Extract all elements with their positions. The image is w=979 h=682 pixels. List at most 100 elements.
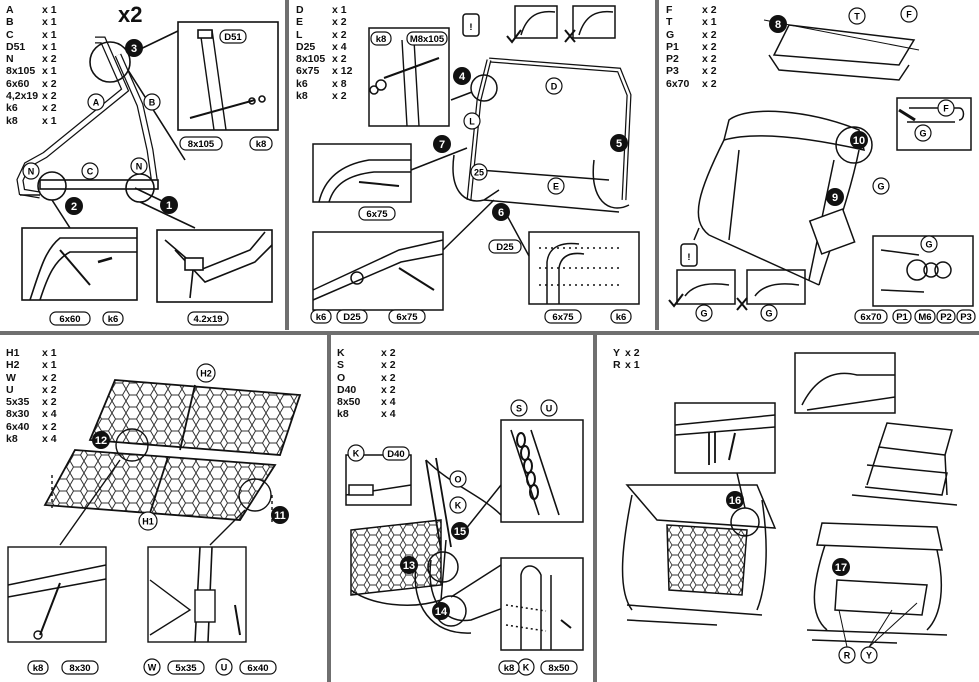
part-qty: x 1: [332, 4, 347, 16]
part-code: R: [613, 359, 621, 372]
label-M6: M6: [918, 312, 931, 323]
label-k6: k6: [316, 312, 327, 323]
step-number-4: 4: [459, 71, 466, 83]
part-qty: x 2: [702, 4, 717, 16]
panel-1-drawing: A B C N N D51 8x105 k8 6x60 k6 4.2x19 1 …: [16, 21, 279, 326]
part-code: 8x105: [296, 53, 326, 66]
divider-v4: [593, 335, 597, 682]
part-code: H2: [6, 359, 20, 372]
label-K: K: [523, 663, 530, 673]
label-Y: Y: [866, 651, 872, 661]
step-number-2: 2: [71, 201, 77, 213]
panel-6-drawing: R Y 16 17: [621, 352, 958, 664]
part-code: F: [666, 4, 673, 16]
parts-row: k6 x 8: [296, 78, 352, 90]
part-code: P3: [666, 65, 679, 78]
part-qty: x 2: [332, 28, 347, 41]
part-qty: x 2: [332, 53, 347, 66]
label-6x40: 6x40: [247, 663, 268, 674]
part-qty: x 4: [381, 408, 396, 421]
label-6x60: 6x60: [59, 314, 80, 325]
part-code: 6x75: [296, 65, 320, 78]
part-qty: x 1: [42, 4, 57, 16]
part-qty: x 2: [42, 77, 57, 90]
step-number-15: 15: [454, 526, 466, 538]
label-D40: D40: [387, 449, 404, 460]
step-number-9: 9: [832, 192, 838, 204]
divider-v2: [655, 0, 659, 330]
step-number-17: 17: [835, 562, 847, 574]
label-D51: D51: [224, 32, 242, 43]
label-G: G: [700, 309, 707, 319]
panel-3-drawing: T F F G G G G G ! 6x70 P1 M6 P2 P3 8 9 1…: [668, 5, 976, 324]
part-qty: x 2: [332, 90, 347, 103]
label-bolt-M8x105: M8x105: [410, 34, 445, 45]
label-H1: H1: [142, 517, 154, 527]
step-number-16: 16: [729, 495, 741, 507]
part-qty: x 1: [42, 359, 57, 372]
label-S: S: [516, 404, 522, 414]
part-qty: x 1: [625, 359, 640, 372]
step-number-8: 8: [775, 19, 781, 31]
part-code: L: [296, 28, 303, 41]
label-6x75: 6x75: [366, 209, 388, 220]
part-code: k8: [337, 408, 349, 421]
label-H2: H2: [200, 369, 212, 379]
label-N: N: [28, 167, 35, 177]
part-code: W: [6, 371, 16, 384]
label-k6: k6: [108, 314, 119, 325]
part-qty: x 2: [381, 383, 396, 396]
parts-row: k8 x 4: [337, 408, 396, 420]
part-qty: x 2: [702, 65, 717, 78]
part-qty: x 2: [625, 347, 640, 359]
part-code: B: [6, 16, 14, 29]
part-qty: x 8: [332, 77, 347, 90]
label-G: G: [919, 129, 926, 139]
part-qty: x 2: [42, 102, 57, 115]
part-code: 4,2x19: [6, 90, 39, 103]
label-L: L: [469, 117, 475, 127]
part-qty: x 4: [42, 433, 57, 446]
divider-v1: [285, 0, 289, 330]
multiplier-label: x2: [118, 2, 143, 27]
label-k8: k8: [504, 663, 515, 674]
part-code: A: [6, 4, 14, 16]
part-qty: x 4: [332, 40, 347, 53]
warning-icon: !: [687, 252, 690, 263]
part-qty: x 1: [702, 16, 717, 29]
part-qty: x 2: [702, 28, 717, 41]
label-P2: P2: [940, 312, 952, 323]
part-code: 6x60: [6, 77, 30, 90]
label-W: W: [148, 663, 157, 673]
label-k8: k8: [256, 139, 267, 150]
part-qty: x 2: [42, 396, 57, 409]
part-code: 6x70: [666, 77, 690, 90]
panel-2-drawing: ! D L E 25 k8 M8x105 6x75 k6 D25 6x75 D2…: [310, 5, 640, 324]
part-code: k6: [296, 77, 308, 90]
part-code: 8x105: [6, 65, 36, 78]
step-number-11: 11: [274, 510, 286, 522]
step-number-7: 7: [439, 139, 445, 151]
divider-h: [0, 331, 979, 335]
part-code: k8: [6, 114, 18, 127]
label-U: U: [221, 663, 228, 673]
